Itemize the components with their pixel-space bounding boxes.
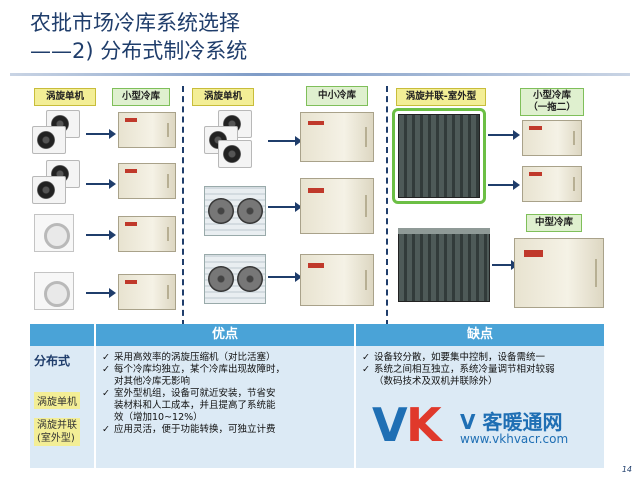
column-divider: [354, 324, 356, 468]
vk-logo: V K V 客暖通网 www.vkhvacr.com: [372, 398, 622, 452]
arrow: [492, 260, 518, 270]
arrow: [488, 130, 520, 140]
condensing-unit-image: [204, 186, 266, 236]
medium-cold-room-image: [514, 238, 604, 308]
arrow: [86, 179, 116, 189]
section2-target-label: 中小冷库: [306, 86, 368, 106]
comparison-table: 优点 缺点 分布式 涡旋单机 涡旋并联 (室外型) ✓采用高效率的涡旋压缩机（对…: [30, 324, 604, 468]
section-divider-1: [182, 86, 184, 326]
section1-source-label: 涡旋单机: [34, 88, 96, 106]
arrow: [86, 288, 116, 298]
header-pros: 优点: [211, 327, 238, 342]
cassette-unit-icon: [34, 214, 74, 252]
pros-item-continued: 效（增加10~12%）: [114, 412, 203, 423]
pros-list: ✓采用高效率的涡旋压缩机（对比活塞） ✓每个冷库均独立，某个冷库出现故障时， 对…: [102, 352, 352, 436]
small-cold-room-image: [118, 112, 176, 148]
highlight-frame: [392, 108, 486, 204]
cold-room-image: [300, 254, 374, 306]
arrow: [488, 180, 520, 190]
row-tag-scroll-single: 涡旋单机: [34, 392, 80, 409]
split-ac-unit-icon: [218, 140, 252, 168]
page-number: 14: [621, 465, 632, 474]
cons-item: ✓设备较分散，如要集中控制，设备需统一: [362, 352, 546, 363]
unit-top-panel: [398, 228, 490, 234]
condensing-unit-image: [204, 254, 266, 304]
outdoor-parallel-unit-image: [398, 230, 490, 302]
cassette-unit-icon: [34, 272, 74, 310]
logo-k: K: [406, 398, 442, 452]
pros-item-continued: 对其他冷库无影响: [114, 376, 191, 387]
section3-target-top-label: 小型冷库 （一拖二）: [520, 88, 584, 116]
cold-room-image: [300, 178, 374, 234]
slide-title-line1: 农批市场冷库系统选择: [30, 11, 240, 35]
logo-name: V 客暖通网: [460, 410, 563, 434]
cons-list: ✓设备较分散，如要集中控制，设备需统一 ✓系统之间相互独立，系统冷量调节相对较弱…: [362, 352, 602, 388]
cons-item: ✓系统之间相互独立，系统冷量调节相对较弱: [362, 364, 555, 375]
small-cold-room-image: [522, 120, 582, 156]
arrow: [268, 202, 302, 212]
cold-room-image: [300, 112, 374, 162]
row-tag-scroll-parallel: 涡旋并联 (室外型): [34, 418, 80, 446]
outdoor-parallel-unit-image: [398, 114, 480, 198]
arrow: [86, 230, 116, 240]
small-cold-room-image: [522, 166, 582, 202]
table-header: [30, 324, 604, 346]
cons-item-continued: （数码技术及双机并联除外）: [374, 376, 498, 387]
section2-source-label: 涡旋单机: [192, 88, 254, 106]
pros-item: ✓应用灵活，便于功能转换，可独立计费: [102, 424, 276, 435]
arrow: [268, 136, 302, 146]
pros-item: ✓采用高效率的涡旋压缩机（对比活塞）: [102, 352, 276, 363]
title-underline: [10, 73, 630, 76]
arrow: [86, 129, 116, 139]
section-divider-2: [386, 86, 388, 326]
table-body: [30, 346, 604, 468]
small-cold-room-image: [118, 274, 176, 310]
pros-item: ✓室外型机组，设备可就近安装，节省安: [102, 388, 276, 399]
header-cons: 缺点: [466, 327, 493, 342]
small-cold-room-image: [118, 163, 176, 199]
split-ac-unit-icon: [32, 126, 66, 154]
arrow: [268, 272, 302, 282]
pros-item-continued: 装材料和人工成本，并且提高了系统能: [114, 400, 276, 411]
column-divider: [94, 324, 96, 468]
section3-target-bottom-label: 中型冷库: [526, 214, 582, 232]
logo-url: www.vkhvacr.com: [460, 432, 569, 446]
logo-v: V: [372, 398, 408, 452]
small-cold-room-image: [118, 216, 176, 252]
section1-target-label: 小型冷库: [112, 88, 170, 106]
row-title: 分布式: [34, 354, 71, 368]
split-ac-unit-icon: [32, 176, 66, 204]
section3-source-label: 涡旋并联-室外型: [396, 88, 486, 106]
pros-item: ✓每个冷库均独立，某个冷库出现故障时，: [102, 364, 286, 375]
slide-title-line2: ——2) 分布式制冷系统: [30, 39, 248, 63]
